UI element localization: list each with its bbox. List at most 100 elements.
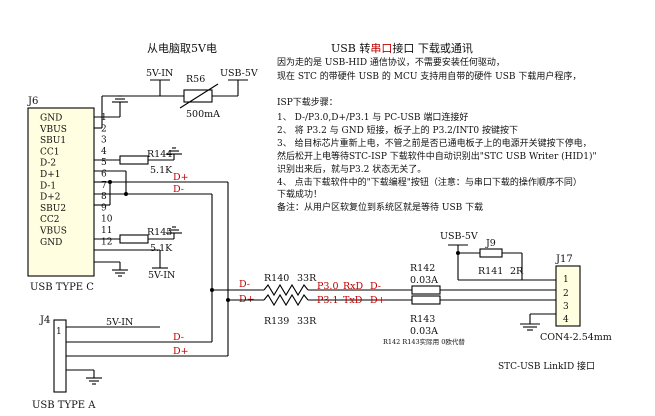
j6-pin-number: 11 xyxy=(101,226,112,236)
note-line: 4、 点击下载软件中的"下载编程"按钮（注意：与串口下载的操作顺序不同） xyxy=(277,176,582,188)
j6-pin-name: D+1 xyxy=(40,170,60,180)
r56-ref: R56 xyxy=(186,74,205,85)
connector-j4: J4 1 USB TYPE A 5V-IN D- D+ xyxy=(32,315,229,411)
r56-value: 500mA xyxy=(186,109,220,120)
j17-pin: 3 xyxy=(563,302,569,312)
r142-r143-note: R142 R143实际用 0欧代替 xyxy=(383,337,465,346)
j9-ref: J9 xyxy=(485,238,496,249)
r143-ref: R143 xyxy=(410,314,435,325)
r140-ref: R140 xyxy=(264,273,289,284)
notes-block: 因为走的是 USB-HID 通信协议，不需要安装任何驱动， 现在 STC 的带硬… xyxy=(277,56,597,213)
net-label-d-plus-tx: D+ xyxy=(370,295,386,306)
j17-value: CON4-2.54mm xyxy=(540,332,612,343)
note-line: 现在 STC 的带硬件 USB 的 MCU 支持用自带的硬件 USB 下载用户程… xyxy=(277,70,581,82)
j6-pin-number: 9 xyxy=(101,203,107,213)
ground-symbol xyxy=(94,95,128,118)
net-label-5v-in-j6: 5V-IN xyxy=(148,270,175,281)
net-label-d-plus-j6: D+ xyxy=(173,172,189,183)
j6-pin-number: 6 xyxy=(101,170,107,180)
note-line: 因为走的是 USB-HID 通信协议，不需要安装任何驱动， xyxy=(277,56,505,68)
net-label-d-minus-rx: D- xyxy=(370,281,381,292)
r142-ref: R142 xyxy=(410,263,435,274)
connector-j17: J17 1 2 3 4 CON4-2.54mm STC-USB LinkID 接… xyxy=(498,254,612,372)
j6-pin-name: SBU2 xyxy=(40,204,66,214)
j17-body xyxy=(555,265,581,327)
title-suffix: 接口 下载或通讯 xyxy=(392,42,473,55)
j4-pin-num: 1 xyxy=(56,327,62,337)
j17-pin: 4 xyxy=(563,315,569,325)
note-line: 2、 将 P3.2 与 GND 短接，板子上的 P3.2/INT0 按键按下 xyxy=(277,124,518,136)
j6-pin-name: CC2 xyxy=(40,215,60,225)
net-label-txd: TxD xyxy=(343,295,363,306)
j4-type-label: USB TYPE A xyxy=(32,400,96,411)
r56-net-left: 5V-IN xyxy=(146,68,173,79)
usb-data-wiring: D- D+ xyxy=(94,170,230,350)
r143-value: 0.03A xyxy=(410,326,438,337)
note-line: ISP下载步骤： xyxy=(277,96,338,108)
j6-pin-name: D+2 xyxy=(40,193,60,203)
j6-pin-name: D-1 xyxy=(40,181,56,191)
r141-ref: R141 xyxy=(478,266,503,277)
note-line: 识别出来后，就与P3.2 状态无关了。 xyxy=(277,163,426,175)
j6-body xyxy=(27,107,95,277)
r139-ref: R139 xyxy=(264,316,289,327)
j6-pin-name: VBUS xyxy=(39,125,67,135)
r144-ref: R144 xyxy=(147,149,172,160)
r145-ref: R145 xyxy=(147,227,172,238)
power-jumper: USB-5V J9 R141 2R xyxy=(440,231,556,281)
r56-net-right: USB-5V xyxy=(220,68,258,79)
net-label-5v-in-j4: 5V-IN xyxy=(106,317,133,328)
note-line: 备注：从用户区软复位到系统区就是等待 USB 下载 xyxy=(277,201,483,213)
net-label-p30: P3.0 xyxy=(317,281,339,292)
resistor-r145: R145 5.1K xyxy=(94,226,182,254)
j6-pin-number: 2 xyxy=(101,124,107,134)
j6-pin-number: 1 xyxy=(101,113,107,123)
net-label-d-minus-j4: D- xyxy=(173,332,184,343)
j6-pin-name: D-2 xyxy=(40,159,56,169)
title-prefix: USB 转 xyxy=(331,41,370,55)
j6-pin-number: 12 xyxy=(101,237,112,247)
j6-pin-name: GND xyxy=(40,114,62,124)
j6-pin-number: 5 xyxy=(101,158,107,168)
j6-pin-number: 8 xyxy=(101,192,107,202)
series-resistors: D- D+ R140 33R R139 33R P3.0 RxD D- P3.1… xyxy=(212,263,556,346)
j17-caption: STC-USB LinkID 接口 xyxy=(498,360,595,372)
note-line: 1、 D-/P3.0,D+/P3.1 与 PC-USB 端口连接好 xyxy=(277,111,468,123)
net-label-d-minus-j6: D- xyxy=(173,184,184,195)
j6-pin-name: GND xyxy=(40,238,62,248)
j17-pin: 1 xyxy=(563,275,569,285)
j6-pin-name: SBU1 xyxy=(40,136,66,146)
r140-value: 33R xyxy=(297,273,317,284)
j6-pin-number: 7 xyxy=(101,181,107,191)
j6-pin-name: VBUS xyxy=(39,227,67,237)
note-line: 3、 给目标芯片重新上电，不管之前是否已通电板子上的电源开关键按下停电， xyxy=(277,137,592,149)
r145-value: 5.1K xyxy=(150,243,173,254)
resistor-r144: R144 5.1K xyxy=(94,147,182,176)
left-title: 从电脑取5V电 xyxy=(147,42,217,55)
page-title: USB 转串口接口 下载或通讯 xyxy=(331,41,473,55)
r139-value: 33R xyxy=(297,316,317,327)
r142-value: 0.03A xyxy=(410,275,438,286)
note-line: 下载成功！ xyxy=(277,188,322,200)
j6-pin-number: 3 xyxy=(101,136,107,146)
net-label-d-plus-j4: D+ xyxy=(173,346,189,357)
j17-pin: 2 xyxy=(563,289,569,299)
j4-ref: J4 xyxy=(39,315,50,326)
note-line: 然后松开上电等待STC-ISP 下载软件中自动识别出"STC USB Write… xyxy=(277,150,597,162)
j6-pin-number: 10 xyxy=(101,215,113,225)
j6-type-label: USB TYPE C xyxy=(30,282,94,293)
fuse-r56: 5V-IN R56 USB-5V 500mA xyxy=(146,68,258,120)
r144-value: 5.1K xyxy=(150,165,173,176)
net-label-d-minus-bus: D- xyxy=(239,279,250,290)
title-highlight: 串口 xyxy=(370,42,392,55)
j6-pin-number: 4 xyxy=(101,147,107,157)
j17-ref: J17 xyxy=(555,254,573,265)
j6-ref: J6 xyxy=(27,96,38,107)
net-label-usb-5v: USB-5V xyxy=(440,231,478,242)
j6-pin-name: CC1 xyxy=(40,147,60,157)
r141-value: 2R xyxy=(510,266,524,277)
net-label-rxd: RxD xyxy=(343,281,364,292)
